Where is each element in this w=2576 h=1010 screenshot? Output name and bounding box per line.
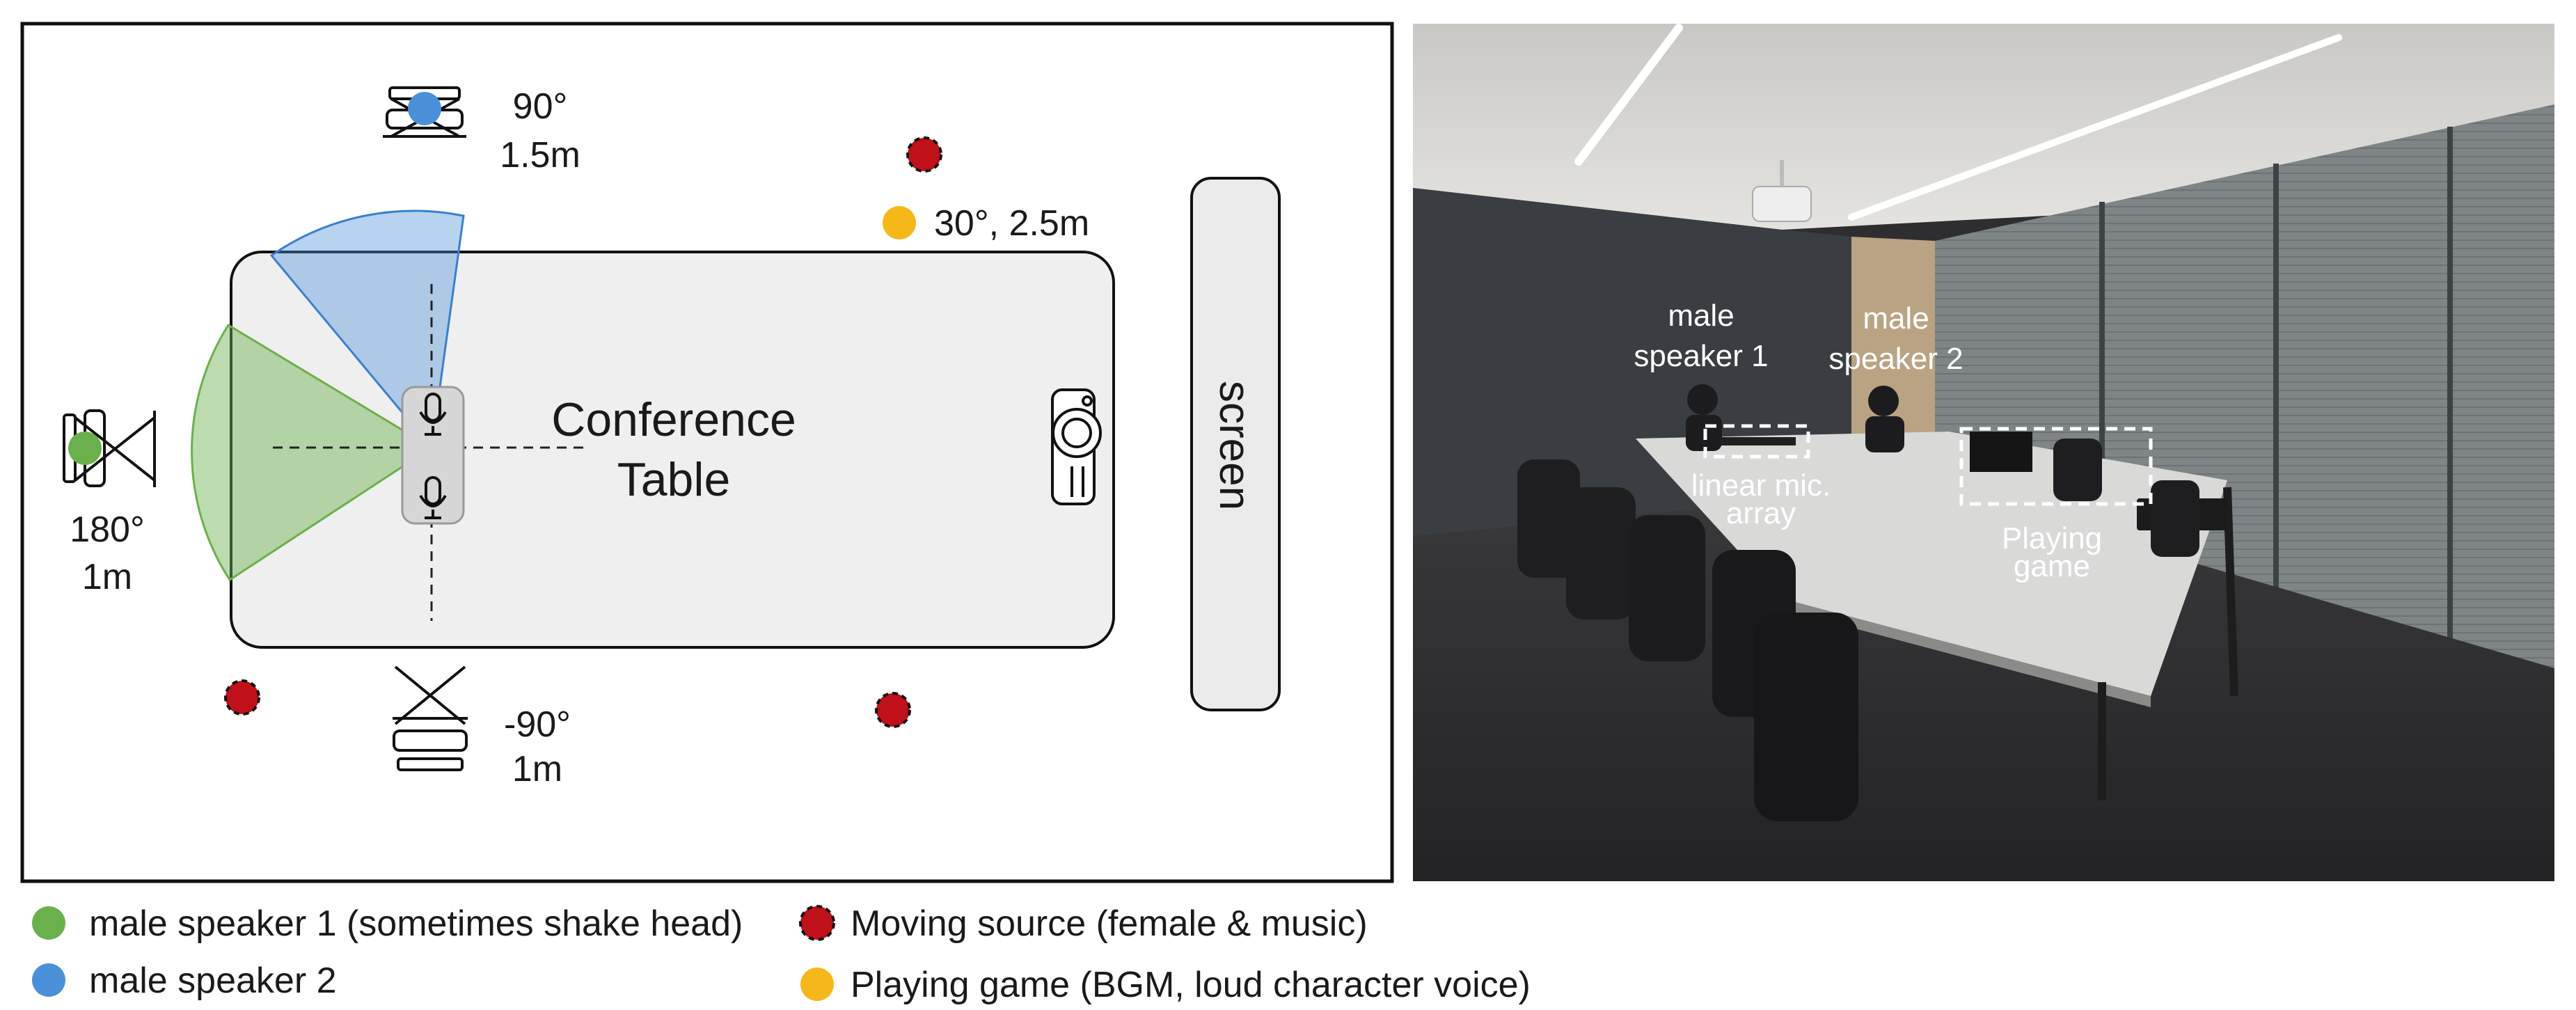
left-seat-distance: 1m: [82, 557, 132, 597]
speaker1-beam: [191, 323, 434, 582]
legend-speaker1-label: male speaker 1 (sometimes shake head): [89, 904, 743, 944]
chair-bottom-icon: [393, 665, 468, 771]
legend-speaker1-swatch: [32, 906, 65, 940]
projector-icon: [1051, 388, 1102, 505]
speaker2-marker: [408, 92, 441, 125]
microphone-icon: [419, 393, 447, 436]
bottom-seat-distance: 1m: [512, 749, 562, 789]
table-label-line1: Conference: [551, 393, 796, 446]
legend-speaker2-swatch: [32, 963, 65, 997]
mic-array-highlight-box: [1703, 424, 1810, 459]
legend: male speaker 1 (sometimes shake head) ma…: [32, 904, 1531, 1005]
room-diagram: Conference Table screen 90° 1.5m: [20, 22, 1394, 883]
moving-source-marker: [875, 692, 911, 728]
legend-moving-label: Moving source (female & music): [851, 904, 1368, 944]
conference-table: [230, 251, 1115, 649]
legend-speaker2-label: male speaker 2: [89, 961, 337, 1001]
mic-array: [401, 386, 465, 525]
photo-game-line1: Playing: [2002, 521, 2102, 555]
bottom-seat-angle: -90°: [504, 704, 571, 745]
screen: [1190, 177, 1281, 711]
photo-speaker1-line2: speaker 1: [1634, 339, 1768, 373]
legend-moving-swatch: [799, 905, 835, 941]
photo-speaker2-line1: male: [1863, 301, 1929, 336]
screen-label: screen: [1210, 381, 1258, 510]
legend-game-swatch: [800, 968, 834, 1001]
photo-speaker2-line2: speaker 2: [1828, 342, 1963, 376]
speaker1-marker: [68, 432, 102, 465]
game-highlight-box: [1959, 427, 2153, 506]
photo-array-line1: linear mic.: [1691, 468, 1831, 503]
table-label-line2: Table: [617, 453, 731, 506]
game-source-marker: [883, 206, 916, 239]
photo-array-line2: array: [1726, 496, 1796, 530]
microphone-icon: [419, 476, 447, 519]
moving-source-marker: [906, 136, 942, 173]
top-seat-distance: 1.5m: [500, 135, 580, 175]
left-seat-angle: 180°: [70, 510, 145, 550]
room-photo: male speaker 1 male speaker 2 linear mic…: [1413, 24, 2554, 881]
moving-source-marker: [224, 679, 260, 716]
photo-speaker1-line1: male: [1668, 299, 1734, 333]
game-source-label: 30°, 2.5m: [934, 203, 1089, 244]
legend-game-label: Playing game (BGM, loud character voice): [851, 965, 1531, 1005]
top-seat-angle: 90°: [513, 86, 568, 127]
photo-game-line2: game: [2014, 549, 2090, 583]
